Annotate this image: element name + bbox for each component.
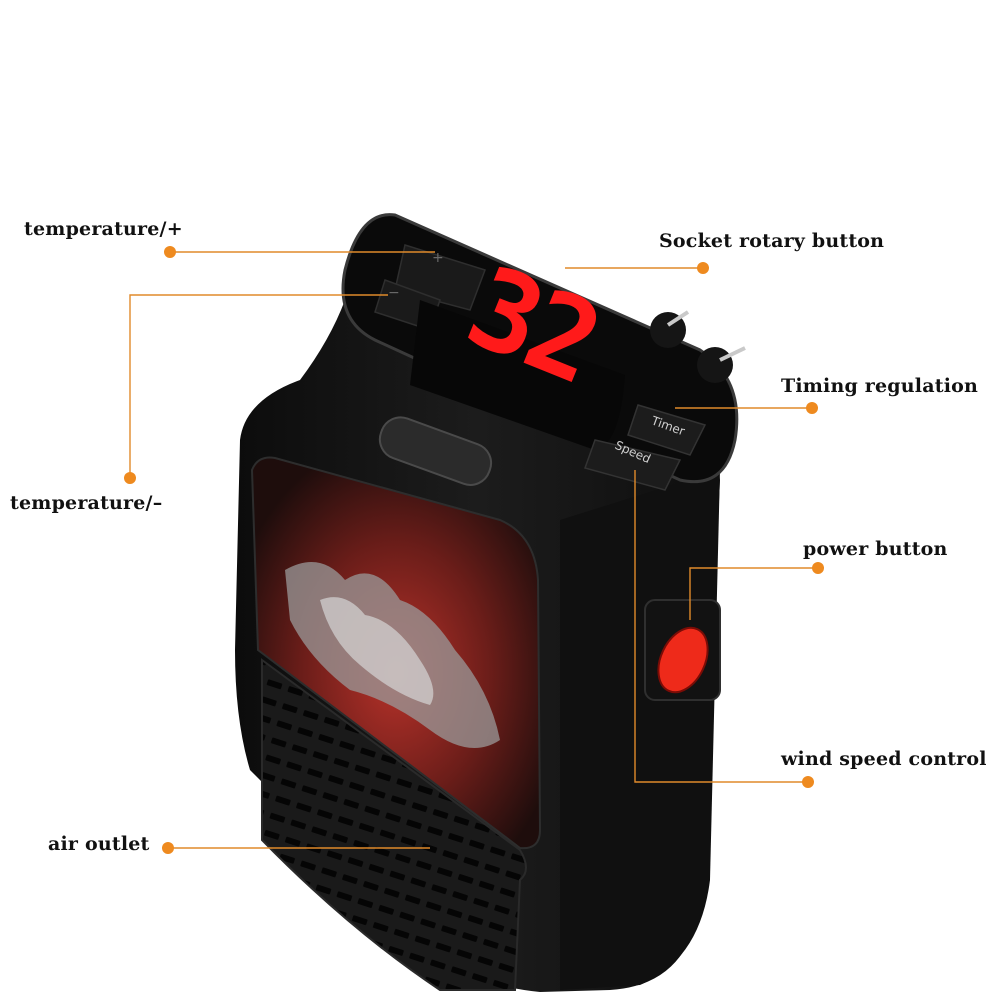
- label-temperature-minus: temperature/–: [10, 492, 163, 514]
- label-socket-rotary-button: Socket rotary button: [659, 230, 885, 252]
- leader-dot-timing-regulation: [806, 402, 818, 414]
- label-air-outlet: air outlet: [48, 833, 150, 855]
- leader-line-temperature-minus: [129, 294, 388, 478]
- leader-dot-air-outlet: [162, 842, 174, 854]
- leader-line-wind-speed-control: [634, 470, 808, 783]
- leader-dot-temperature-minus: [124, 472, 136, 484]
- led-display: [410, 300, 625, 450]
- leader-dot-socket-rotary-button: [697, 262, 709, 274]
- plug-pins: [650, 310, 746, 383]
- air-outlet-grille: [261, 658, 527, 991]
- power-switch[interactable]: [644, 599, 721, 701]
- label-wind-speed-control: wind speed control: [781, 748, 987, 770]
- timer-button[interactable]: [627, 404, 707, 456]
- leader-dot-wind-speed-control: [802, 776, 814, 788]
- label-temperature-plus: temperature/+: [24, 218, 183, 240]
- top-vent: [378, 416, 493, 486]
- control-panel: [341, 213, 739, 491]
- minus-key-label: −: [388, 285, 400, 301]
- leader-dot-power-button: [812, 562, 824, 574]
- callout-leaders: [124, 246, 824, 854]
- speed-button[interactable]: [584, 439, 682, 491]
- leader-dot-temperature-plus: [164, 246, 176, 258]
- label-power-button: power button: [803, 538, 948, 560]
- leader-line-power-button: [689, 567, 818, 620]
- plus-key-label: +: [432, 250, 444, 266]
- label-timing-regulation: Timing regulation: [781, 375, 978, 397]
- flame-window: [250, 456, 542, 850]
